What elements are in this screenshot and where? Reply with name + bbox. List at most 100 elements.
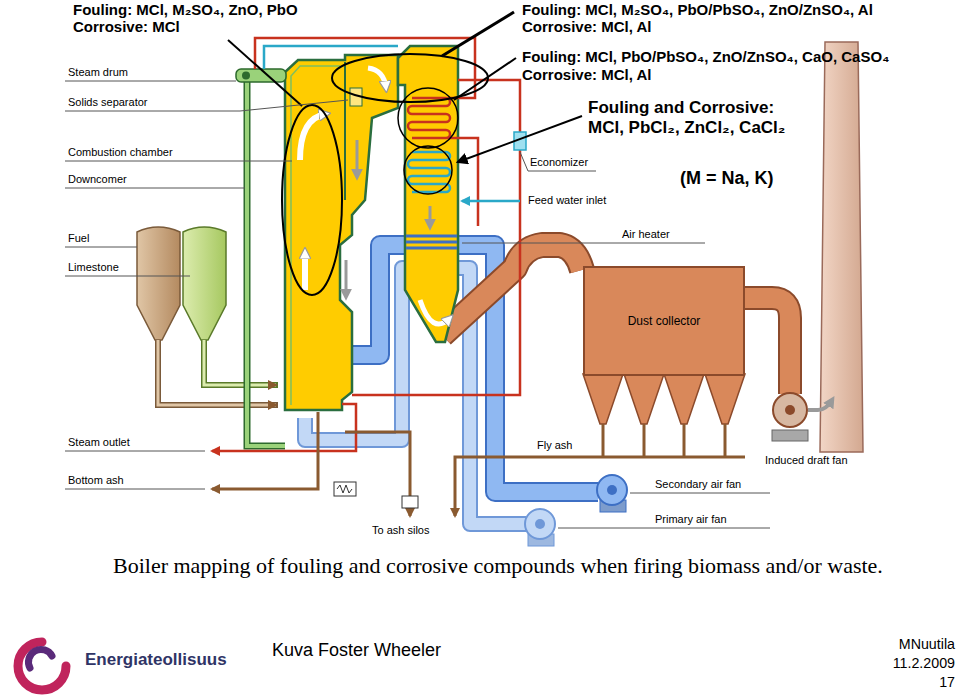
fan-hub: [785, 405, 795, 415]
fouling-callout: Fouling: MCl, M₂SO₄, PbO/PbSO₄, ZnO/ZnSO…: [522, 1, 873, 18]
part-label: Steam drum: [68, 66, 128, 79]
steam-outlet-line: [212, 404, 356, 451]
separator-wall: [344, 62, 346, 200]
logo-swirl: [18, 642, 66, 690]
part-label: Combustion chamber: [68, 146, 173, 159]
label-leader: [65, 188, 245, 189]
label-leader: [65, 161, 292, 162]
flow-arrow: [429, 206, 432, 226]
limestone-feed-line: [204, 340, 276, 385]
part-label: Primary air fan: [655, 513, 727, 526]
label-leader: [65, 276, 190, 277]
fuel-silo: [137, 227, 180, 340]
callout-circle: [398, 88, 458, 148]
part-label: Limestone: [68, 261, 119, 274]
label-leader: [65, 489, 205, 490]
label-leader: [462, 243, 705, 244]
superheater-coil: [408, 98, 450, 138]
fuel-feed-line: [158, 340, 276, 405]
combustion-chamber: [285, 55, 398, 410]
date: 11.2.2009: [893, 655, 955, 671]
collector-hopper: [583, 374, 623, 424]
fly-ash-drop: [602, 424, 605, 457]
air-heater-tube: [406, 235, 457, 238]
ash-cooler: [334, 482, 356, 496]
flue-gas-duct: [442, 245, 582, 335]
feed-water-line: [462, 200, 520, 203]
fan-hub: [535, 519, 545, 529]
node-label: Dust collector: [628, 314, 701, 328]
part-label: Fuel: [68, 232, 89, 245]
economizer-coil: [408, 152, 450, 192]
air-heater-tube: [406, 247, 457, 250]
figure-caption: Boiler mapping of fouling and corrosive …: [113, 553, 883, 578]
corrosive-callout: Corrosive: MCl, Al: [522, 66, 651, 83]
logo-text: Energiateollisuus: [85, 650, 227, 670]
page-number: 17: [939, 674, 955, 690]
fly-ash-line: [455, 457, 745, 516]
part-label: To ash silos: [372, 524, 429, 537]
label-leader: [65, 247, 137, 248]
collector-hopper: [705, 374, 745, 424]
secondary-air-fan: [597, 475, 627, 505]
flue-gas-duct: [742, 298, 790, 394]
corrosive-callout: Corrosive: MCl: [73, 18, 180, 35]
steam-pipe: [352, 80, 520, 395]
part-label: Bottom ash: [68, 474, 124, 487]
callout-leader: [228, 40, 302, 106]
corrosive-callout: Corrosive: MCl, Al: [522, 18, 651, 35]
flow-arrow: [420, 300, 450, 324]
steam-drum: [236, 69, 286, 82]
author-name: MNuutila: [899, 636, 955, 652]
drum-end: [242, 72, 250, 80]
part-label: Downcomer: [68, 173, 127, 186]
label-leader: [520, 152, 596, 171]
part-label: Secondary air fan: [655, 478, 741, 491]
backpass: [398, 46, 458, 342]
part-label: Feed water inlet: [528, 194, 606, 207]
feed-line-outline: [204, 340, 278, 385]
callout-ellipse: [282, 105, 342, 295]
label-leader: [630, 493, 770, 494]
induced-draft-fan: [773, 393, 807, 427]
part-label: Induced draft fan: [765, 454, 848, 467]
limestone-silo: [183, 227, 226, 340]
dust-collector-box: Dust collector: [583, 266, 745, 376]
label-leader: [558, 528, 770, 529]
flow-arrow: [356, 140, 359, 176]
primary-air-fan: [525, 509, 555, 539]
part-label: Air heater: [622, 228, 670, 241]
fly-ash-drop: [724, 424, 727, 457]
flow-arrow: [345, 260, 348, 296]
callout-leader: [458, 116, 582, 162]
fly-ash-drop: [643, 424, 646, 457]
bottom-ash-line: [212, 412, 318, 489]
label-leader: [65, 451, 205, 452]
fan-hub: [607, 485, 617, 495]
part-label: Solids separator: [68, 96, 148, 109]
flow-arrow: [368, 68, 386, 88]
downcomer-outline: [247, 82, 285, 446]
label-leader: [65, 81, 236, 82]
flow-arrow: [302, 252, 308, 290]
steam-pipe: [255, 38, 475, 98]
fouling-callout: Fouling: MCl, M₂SO₄, ZnO, PbO: [73, 1, 298, 18]
ash-silo-line: [345, 432, 410, 516]
flow-arrow: [300, 114, 326, 160]
fouling-corrosive-callout: Fouling and Corrosive: MCl, PbCl₂, ZnCl₂…: [588, 98, 803, 137]
stack: [820, 42, 863, 452]
air-heater-tube: [406, 241, 457, 244]
image-credit: Kuva Foster Wheeler: [272, 640, 441, 661]
feed-line-outline: [158, 340, 278, 405]
part-label: Fly ash: [537, 439, 572, 452]
collector-hopper: [624, 374, 664, 424]
logo-swirl: [28, 649, 52, 668]
riser-pipe: [264, 46, 398, 69]
downcomer-pipe: [247, 82, 285, 446]
steam-pipe: [448, 138, 478, 226]
fly-ash-drop: [683, 424, 686, 457]
part-label: Economizer: [530, 156, 588, 169]
ash-valve: [402, 496, 418, 508]
callout-circle: [404, 146, 452, 194]
flue-duct-outline: [742, 298, 790, 394]
